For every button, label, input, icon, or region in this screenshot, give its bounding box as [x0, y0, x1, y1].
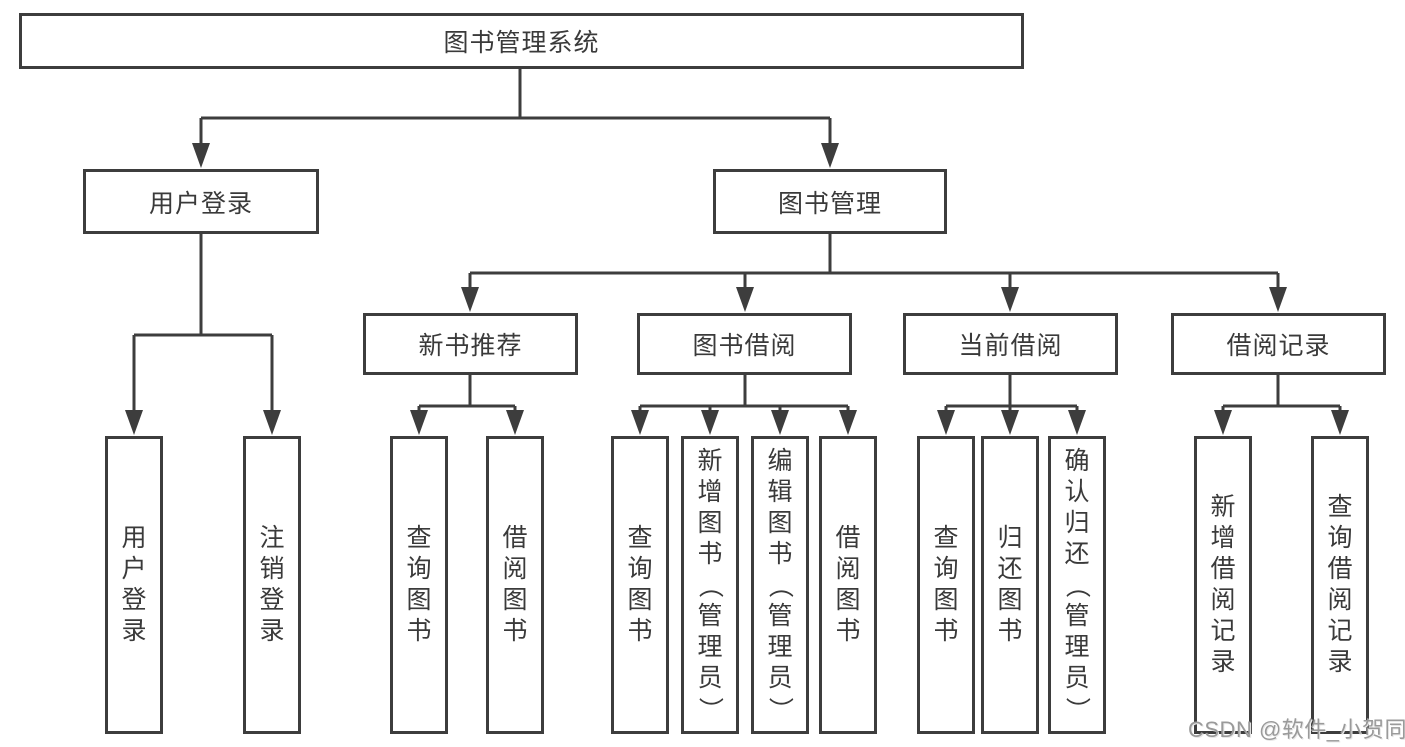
node-user-login: 用户登录 [83, 169, 319, 234]
node-current-borrowing: 当前借阅 [903, 313, 1118, 375]
node-borrowing-records: 借阅记录 [1171, 313, 1386, 375]
node-label: 编辑图书（管理员） [766, 446, 795, 722]
node-borrow-books-borrowing: 借阅图书 [819, 436, 877, 734]
node-add-borrow-record: 新增借阅记录 [1194, 436, 1252, 734]
node-label: 新增图书（管理员） [696, 446, 725, 722]
node-borrow-books-recommend: 借阅图书 [486, 436, 544, 734]
node-label: 借阅记录 [1226, 332, 1331, 360]
node-label: 确认归还（管理员） [1063, 446, 1092, 722]
node-label: 注销登录 [259, 524, 285, 645]
node-query-books-current: 查询图书 [917, 436, 975, 734]
node-add-book-admin: 新增图书（管理员） [681, 436, 739, 734]
node-label: 查询图书 [406, 524, 432, 645]
node-label: 查询图书 [627, 524, 653, 645]
node-label: 归还图书 [997, 524, 1023, 645]
node-query-books-borrowing: 查询图书 [611, 436, 669, 734]
node-user-login-leaf: 用户登录 [105, 436, 163, 734]
node-label: 图书管理 [777, 189, 882, 218]
node-edit-book-admin: 编辑图书（管理员） [751, 436, 809, 734]
node-label: 查询借阅记录 [1327, 493, 1353, 676]
node-book-borrowing: 图书借阅 [637, 313, 852, 375]
node-new-book-recommendation: 新书推荐 [363, 313, 578, 375]
node-label: 图书借阅 [692, 332, 797, 360]
node-label: 用户登录 [148, 189, 253, 218]
node-return-books: 归还图书 [981, 436, 1039, 734]
node-label: 新增借阅记录 [1210, 493, 1236, 676]
csdn-watermark: CSDN @软件_小贺同学 [1188, 717, 1405, 742]
node-label: 借阅图书 [835, 524, 861, 645]
node-label: 当前借阅 [958, 332, 1063, 360]
node-library-management-system: 图书管理系统 [19, 13, 1024, 69]
node-query-books-recommend: 查询图书 [390, 436, 448, 734]
node-label: 图书管理系统 [443, 29, 600, 57]
node-label: 用户登录 [121, 524, 147, 645]
node-label: 借阅图书 [502, 524, 528, 645]
node-query-borrow-record: 查询借阅记录 [1311, 436, 1369, 734]
node-book-management: 图书管理 [713, 169, 947, 234]
node-label: 查询图书 [933, 524, 959, 645]
arrowheads [125, 143, 1349, 435]
node-logout: 注销登录 [243, 436, 301, 734]
node-label: 新书推荐 [418, 332, 523, 360]
node-confirm-return-admin: 确认归还（管理员） [1048, 436, 1106, 734]
